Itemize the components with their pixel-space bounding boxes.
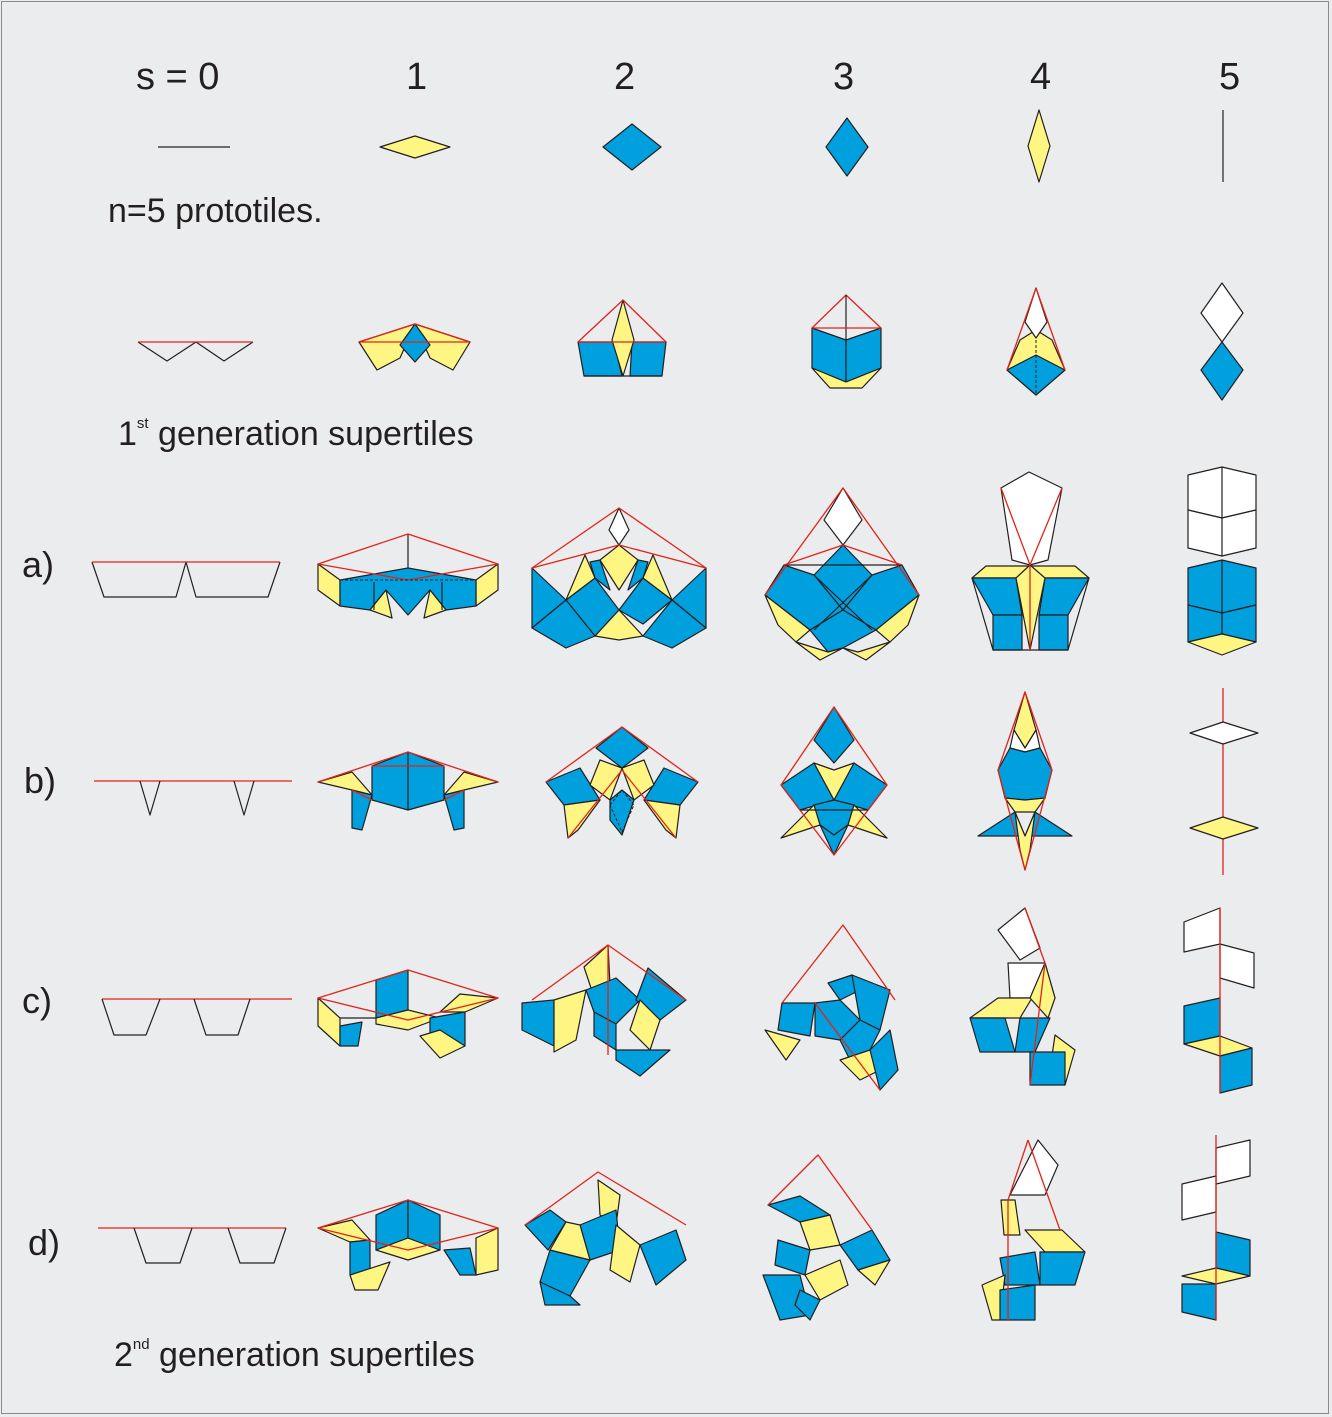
supertile-b-s0	[94, 780, 292, 816]
supertile-1-s4	[1006, 287, 1066, 396]
column-label-s5: 5	[1219, 56, 1241, 98]
supertile-b-s1	[317, 751, 499, 831]
supertile-1-s0	[137, 341, 254, 362]
supertile-1-s3	[811, 294, 882, 389]
caption-first-generation: 1st generation supertiles	[118, 415, 474, 453]
supertile-d-s1	[317, 1199, 499, 1291]
row-b	[94, 688, 1259, 875]
row-a	[91, 466, 1257, 661]
supertile-a-s1	[317, 533, 499, 619]
supertile-c-s2	[521, 944, 687, 1077]
caption-prototiles: n=5 prototiles.	[108, 192, 323, 230]
supertile-1-s5	[1200, 282, 1244, 401]
supertile-a-s4	[971, 471, 1090, 651]
supertile-c-s1	[317, 969, 499, 1059]
supertile-d-s5	[1181, 1135, 1251, 1321]
supertile-1-s1	[358, 323, 471, 371]
first-generation-row	[137, 282, 1244, 401]
prototile-s3	[825, 117, 869, 177]
column-label-s4: 4	[1030, 56, 1052, 98]
supertile-c-s3	[764, 924, 899, 1091]
supertile-b-s2	[545, 726, 699, 839]
supertile-a-s5	[1187, 466, 1257, 656]
prototile-s4	[1027, 109, 1051, 183]
supertile-c-s0	[101, 998, 292, 1036]
supertile-b-s4	[977, 691, 1073, 871]
supertile-a-s2	[531, 507, 707, 649]
row-c	[101, 907, 1255, 1094]
supertile-d-s3	[762, 1154, 891, 1321]
prototiles-row	[158, 109, 1224, 183]
row-label-b: b)	[24, 760, 57, 801]
supertile-c-s5	[1183, 907, 1255, 1094]
column-label-s0: s = 0	[136, 56, 220, 98]
row-d	[98, 1135, 1251, 1321]
row-label-d: d)	[28, 1222, 61, 1263]
prototile-s2	[602, 123, 662, 171]
supertile-d-s0	[98, 1227, 287, 1264]
supertile-a-s3	[764, 487, 920, 661]
supertile-b-s5	[1189, 688, 1259, 875]
row-label-a: a)	[22, 544, 55, 585]
supertile-b-s3	[780, 706, 888, 856]
column-label-s1: 1	[406, 56, 428, 98]
prototile-s1	[379, 135, 451, 159]
supertile-1-s2	[577, 299, 667, 377]
row-label-c: c)	[22, 980, 52, 1021]
caption-second-generation: 2nd generation supertiles	[114, 1336, 475, 1374]
column-label-s2: 2	[614, 56, 636, 98]
supertile-a-s0	[91, 561, 281, 598]
supertile-d-s4	[981, 1139, 1086, 1321]
column-label-s3: 3	[833, 56, 855, 98]
supertile-c-s4	[969, 907, 1076, 1086]
supertile-d-s2	[524, 1171, 687, 1306]
